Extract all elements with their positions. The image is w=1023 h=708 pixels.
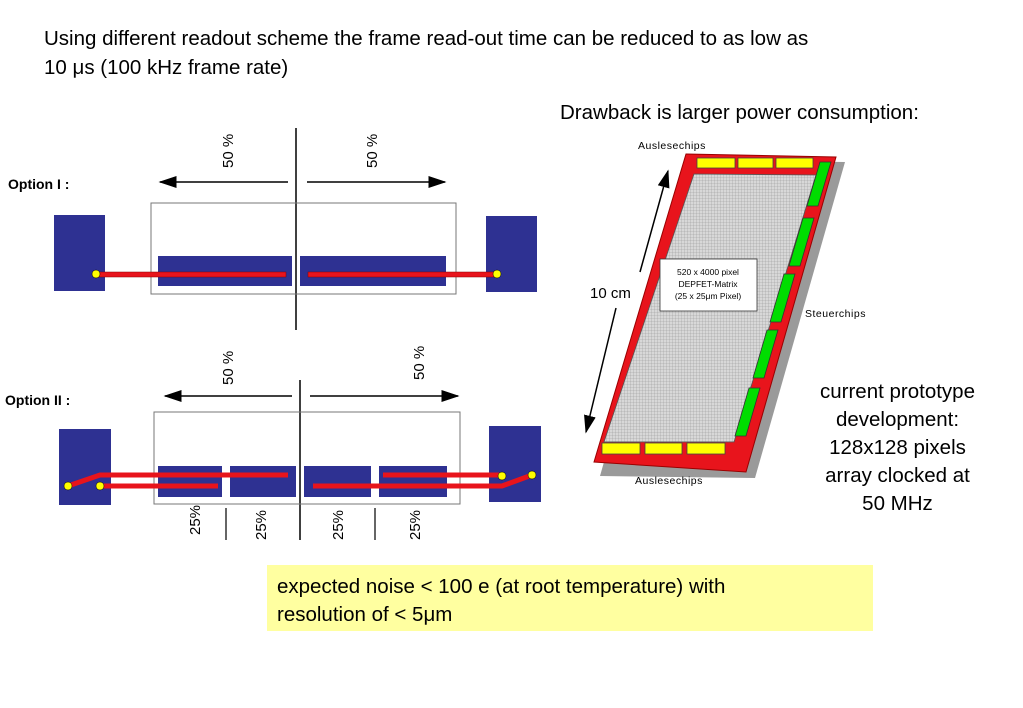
steer-label: Steuerchips xyxy=(805,308,866,320)
option-2-contact-4 xyxy=(527,470,537,480)
mu-symbol: μ xyxy=(72,56,85,79)
option-1-left-pct: 50 % xyxy=(220,134,237,168)
option-1-sensor-right xyxy=(300,256,446,286)
bottom-readout-label: Auslesechips xyxy=(635,475,703,487)
option-2-readout-line-right-lower xyxy=(313,472,533,489)
quarter-label-4: 25% xyxy=(407,510,424,540)
mu-symbol: μ xyxy=(423,603,436,626)
noise-line-1: expected noise < 100 e (at root temperat… xyxy=(277,575,726,598)
option-2-sensor-q4 xyxy=(379,466,447,497)
size-label: 10 cm xyxy=(590,285,631,302)
option-2-right-chip xyxy=(489,426,541,502)
size-arrow-down xyxy=(584,307,617,434)
drawback-text: Drawback is larger power consumption: xyxy=(560,101,919,124)
option-2-contact-1 xyxy=(63,481,73,491)
option-2-sensor-q3 xyxy=(304,466,371,497)
slide-heading: Using different readout scheme the frame… xyxy=(44,24,984,82)
option-1-right-chip xyxy=(486,216,537,292)
top-chip-2 xyxy=(737,157,774,169)
bottom-chip-3 xyxy=(686,442,726,455)
option-1-right-pct: 50 % xyxy=(364,134,381,168)
steer-chip-5 xyxy=(734,387,761,437)
steer-chip-2 xyxy=(788,217,815,267)
heading-line-2: 10 μs (100 kHz frame rate) xyxy=(44,56,289,79)
steer-chip-4 xyxy=(752,329,779,379)
quarter-label-2: 25% xyxy=(253,510,270,540)
size-arrow-up xyxy=(639,169,670,273)
option-1-readout-line-left xyxy=(95,271,287,278)
matrix-line-2: DEPFET-Matrix xyxy=(678,279,738,289)
option-1-left-chip xyxy=(54,215,105,291)
option-2-frame xyxy=(153,411,461,505)
option-2-sensor-q2 xyxy=(230,466,296,497)
matrix-line-1: 520 x 4000 pixel xyxy=(677,267,739,277)
noise-note: expected noise < 100 e (at root temperat… xyxy=(267,565,873,631)
option-1-contact-left xyxy=(91,269,101,279)
option-2-right-pct: 50 % xyxy=(411,346,428,380)
prototype-line-1: current prototype xyxy=(820,380,975,403)
option-2-left-chip xyxy=(59,429,111,505)
option-2-left-pct: 50 % xyxy=(220,351,237,385)
top-chip-3 xyxy=(775,157,814,169)
bottom-chip-2 xyxy=(644,442,683,455)
option-2-contact-2 xyxy=(95,481,105,491)
option-2-label: Option II : xyxy=(5,392,70,408)
option-1-sensor-left xyxy=(158,256,292,286)
prototype-line-2: development: xyxy=(835,408,960,431)
option-2-readout-line-left-upper xyxy=(67,472,288,489)
option-1-readout-line-right xyxy=(307,271,499,278)
matrix-label-box xyxy=(659,258,758,312)
quarter-label-1: 25% xyxy=(187,505,204,535)
bottom-chip-1 xyxy=(601,442,641,455)
option-1-label: Option I : xyxy=(8,176,69,192)
steer-chip-1 xyxy=(806,161,832,207)
matrix-line-3: (25 x 25μm Pixel) xyxy=(675,291,741,301)
prototype-line-5: 50 MHz xyxy=(862,492,933,515)
top-chip-1 xyxy=(696,157,736,169)
option-1-frame xyxy=(150,202,457,295)
option-2-sensor-q1 xyxy=(158,466,222,497)
noise-line-2: resolution of < 5μm xyxy=(277,603,453,626)
prototype-line-3: 128x128 pixels xyxy=(829,436,966,459)
steer-chip-3 xyxy=(769,273,796,323)
top-readout-label: Auslesechips xyxy=(638,140,706,152)
prototype-line-4: array clocked at xyxy=(825,464,970,487)
quarter-label-3: 25% xyxy=(330,510,347,540)
option-2-contact-3 xyxy=(497,471,507,481)
prototype-note: current prototype development: 128x128 p… xyxy=(795,378,1000,518)
heading-line-1: Using different readout scheme the frame… xyxy=(44,27,809,50)
option-1-contact-right xyxy=(492,269,502,279)
